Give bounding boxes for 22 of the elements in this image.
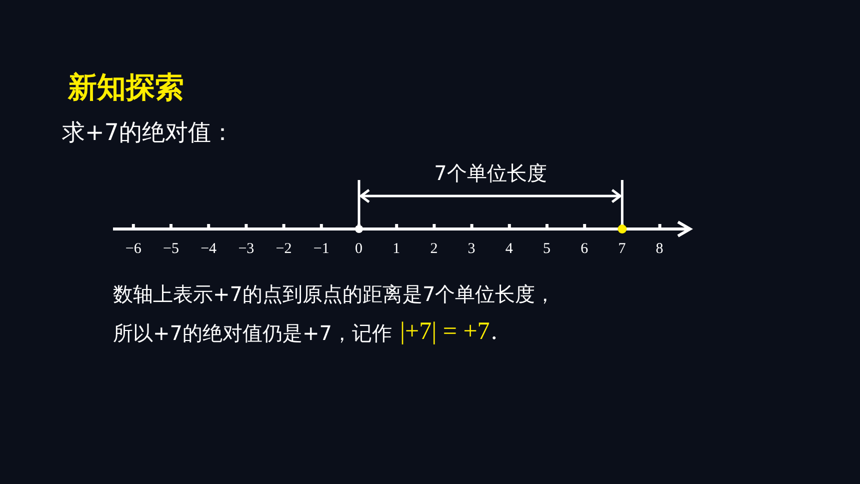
dimension-label: 7个单位长度 — [434, 163, 547, 183]
tick-label: 4 — [505, 242, 513, 257]
tick-label: 6 — [580, 242, 588, 257]
tick-label: −3 — [238, 242, 254, 257]
tick-label: −5 — [163, 242, 179, 257]
tick-label: −6 — [125, 242, 142, 257]
tick-label: −2 — [276, 242, 292, 257]
tick-label: 1 — [392, 242, 400, 257]
sentence: 数轴上表示+7的点到原点的距离是7个单位长度， — [113, 284, 556, 304]
tick-label: 2 — [430, 242, 438, 257]
tick-label: 7 — [618, 242, 626, 257]
tick-label: −4 — [200, 242, 217, 257]
period-mark: . — [491, 319, 498, 344]
sentence: 所以+7的绝对值仍是+7，记作 — [113, 323, 392, 343]
tick-label: 3 — [468, 242, 476, 257]
formula: |+7| = +7 — [400, 319, 490, 344]
question-text: 求+7的绝对值： — [62, 122, 234, 145]
tick-label: 5 — [543, 242, 550, 257]
tick-label: −1 — [313, 242, 330, 257]
tick-label: 0 — [355, 242, 362, 257]
heading: 新知探索 — [68, 73, 184, 102]
tick-label: 8 — [656, 242, 664, 257]
